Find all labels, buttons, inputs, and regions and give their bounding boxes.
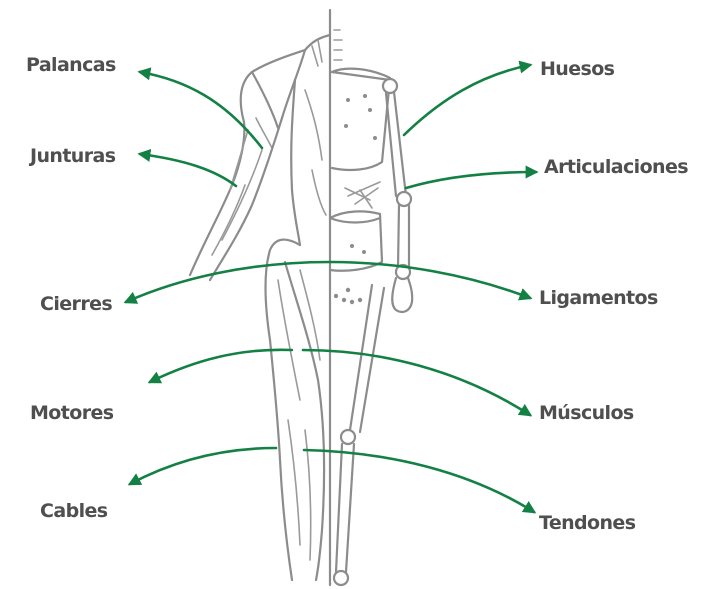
arrow-ligamentos-cierres [126,262,530,302]
label-cables: Cables [40,500,107,522]
arrow-huesos [404,65,530,135]
shoulder-joint [383,79,397,93]
elbow-joint [397,192,411,206]
label-musculos: Músculos [539,402,634,424]
arrow-musculos [303,350,530,415]
label-tendones: Tendones [539,512,635,534]
arrow-articulaciones [406,172,536,188]
label-palancas: Palancas [26,54,116,76]
label-cierres: Cierres [40,293,112,315]
label-ligamentos: Ligamentos [539,287,658,309]
skeleton-half [330,30,412,585]
label-junturas: Junturas [30,145,115,167]
arrow-cables [130,448,276,484]
arrow-junturas [140,154,236,186]
knee-joint [341,430,355,444]
label-huesos: Huesos [540,58,614,80]
label-articulaciones: Articulaciones [544,156,688,178]
ankle-joint [334,571,348,585]
muscle-half [190,35,330,580]
label-motores: Motores [30,402,113,424]
